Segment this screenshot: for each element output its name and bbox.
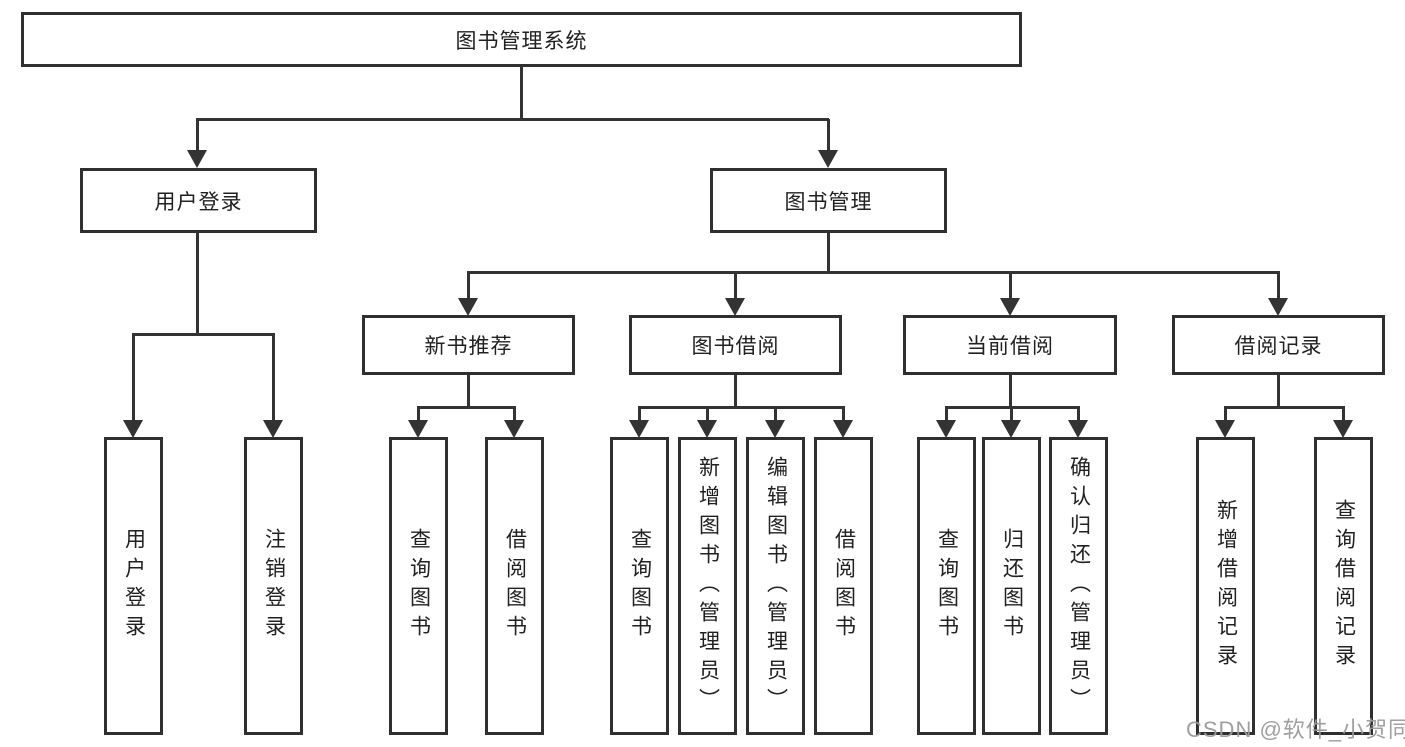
connector-line [1077, 407, 1080, 422]
connector-line [734, 375, 737, 407]
node-user-login: 用户登录 [80, 168, 317, 233]
leaf-confirm-return-admin-label: 确认归还（管理员） [1067, 455, 1091, 717]
leaf-edit-book-admin: 编辑图书（管理员） [746, 437, 805, 735]
leaf-query-books-borrow: 查询图书 [610, 437, 669, 735]
connector-line [196, 233, 199, 334]
node-new-book-recommend: 新书推荐 [362, 315, 575, 375]
node-book-borrow: 图书借阅 [629, 315, 842, 375]
leaf-add-borrow-record-label: 新增借阅记录 [1214, 499, 1238, 673]
leaf-confirm-return-admin: 确认归还（管理员） [1049, 437, 1108, 735]
connector-line [132, 333, 275, 336]
leaf-query-books-recommend: 查询图书 [389, 437, 448, 735]
leaf-query-borrow-record: 查询借阅记录 [1314, 437, 1373, 735]
connector-line [1009, 272, 1012, 300]
connector-line [196, 119, 199, 152]
arrow-down-icon [504, 420, 524, 438]
leaf-borrow-books-borrow-label: 借阅图书 [832, 528, 856, 644]
arrow-down-icon [187, 150, 207, 168]
arrow-down-icon [263, 420, 283, 438]
arrow-down-icon [833, 420, 853, 438]
leaf-query-books-recommend-label: 查询图书 [407, 528, 431, 644]
node-current-borrow: 当前借阅 [903, 315, 1117, 375]
connector-line [1224, 407, 1227, 422]
leaf-query-books-current: 查询图书 [917, 437, 976, 735]
leaf-add-book-admin: 新增图书（管理员） [678, 437, 737, 735]
connector-line [467, 272, 470, 300]
arrow-down-icon [458, 298, 478, 316]
node-library-management-system: 图书管理系统 [21, 12, 1022, 67]
leaf-return-book-label: 归还图书 [1000, 528, 1024, 644]
connector-line [1224, 406, 1345, 409]
connector-line [196, 118, 829, 121]
connector-line [513, 407, 516, 422]
arrow-down-icon [765, 420, 785, 438]
arrow-down-icon [697, 420, 717, 438]
connector-line [132, 334, 135, 422]
arrow-down-icon [818, 150, 838, 168]
connector-line [827, 233, 830, 272]
leaf-user-login: 用户登录 [104, 437, 163, 735]
leaf-query-borrow-record-label: 查询借阅记录 [1332, 499, 1356, 673]
connector-line [467, 375, 470, 407]
leaf-return-book: 归还图书 [982, 437, 1041, 735]
connector-line [774, 407, 777, 422]
node-book-management: 图书管理 [710, 168, 947, 233]
connector-line [842, 407, 845, 422]
arrow-down-icon [629, 420, 649, 438]
connector-line [417, 406, 516, 409]
arrow-down-icon [1068, 420, 1088, 438]
arrow-down-icon [1333, 420, 1353, 438]
arrow-down-icon [1268, 298, 1288, 316]
connector-line [417, 407, 420, 422]
connector-line [520, 67, 523, 119]
connector-line [638, 406, 845, 409]
leaf-borrow-books-borrow: 借阅图书 [814, 437, 873, 735]
leaf-borrow-books-recommend-label: 借阅图书 [503, 528, 527, 644]
arrow-down-icon [1215, 420, 1235, 438]
connector-line [272, 334, 275, 422]
connector-line [1277, 272, 1280, 300]
arrow-down-icon [1001, 420, 1021, 438]
node-borrow-records: 借阅记录 [1172, 315, 1385, 375]
arrow-down-icon [725, 298, 745, 316]
arrow-down-icon [936, 420, 956, 438]
connector-line [467, 271, 1280, 274]
connector-line [1009, 375, 1012, 407]
connector-line [945, 407, 948, 422]
leaf-logout-label: 注销登录 [262, 528, 286, 644]
connector-line [734, 272, 737, 300]
leaf-borrow-books-recommend: 借阅图书 [485, 437, 544, 735]
connector-line [1277, 375, 1280, 407]
leaf-add-book-admin-label: 新增图书（管理员） [696, 455, 720, 717]
connector-line [1010, 407, 1013, 422]
arrow-down-icon [408, 420, 428, 438]
leaf-add-borrow-record: 新增借阅记录 [1196, 437, 1255, 735]
arrow-down-icon [123, 420, 143, 438]
connector-line [638, 407, 641, 422]
leaf-user-login-label: 用户登录 [122, 528, 146, 644]
leaf-query-books-borrow-label: 查询图书 [628, 528, 652, 644]
connector-line [706, 407, 709, 422]
leaf-query-books-current-label: 查询图书 [935, 528, 959, 644]
connector-line [1342, 407, 1345, 422]
leaf-edit-book-admin-label: 编辑图书（管理员） [764, 455, 788, 717]
arrow-down-icon [1000, 298, 1020, 316]
csdn-watermark: CSDN @软件_小贺同学 [1186, 717, 1405, 742]
leaf-logout: 注销登录 [244, 437, 303, 735]
connector-line [827, 119, 830, 152]
